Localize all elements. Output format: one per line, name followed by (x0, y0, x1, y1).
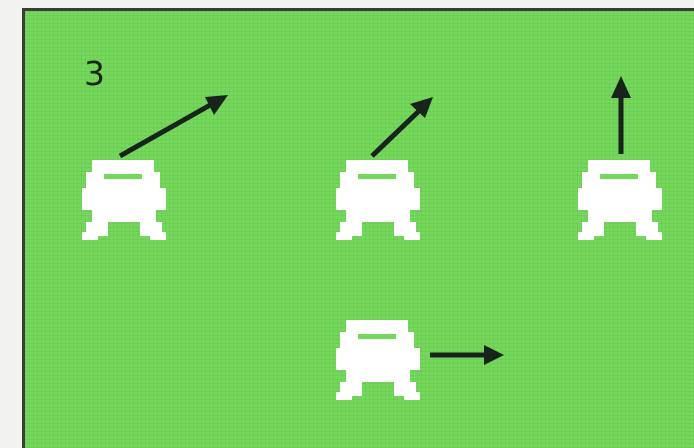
direction-arrow-2 (372, 97, 433, 156)
direction-arrow-1 (120, 95, 228, 156)
robot-sprite-4 (336, 320, 420, 400)
arrowhead-icon (611, 76, 631, 98)
robot-sprite-3 (578, 160, 662, 240)
robot-icon (578, 160, 662, 240)
robot-icon (336, 320, 420, 400)
direction-arrow-4 (430, 345, 504, 365)
robot-icon (82, 160, 166, 240)
robot-sprite-2 (336, 160, 420, 240)
robot-icon (336, 160, 420, 240)
arrowhead-icon (484, 345, 504, 365)
direction-arrow-3 (611, 76, 631, 154)
robot-sprite-1 (82, 160, 166, 240)
